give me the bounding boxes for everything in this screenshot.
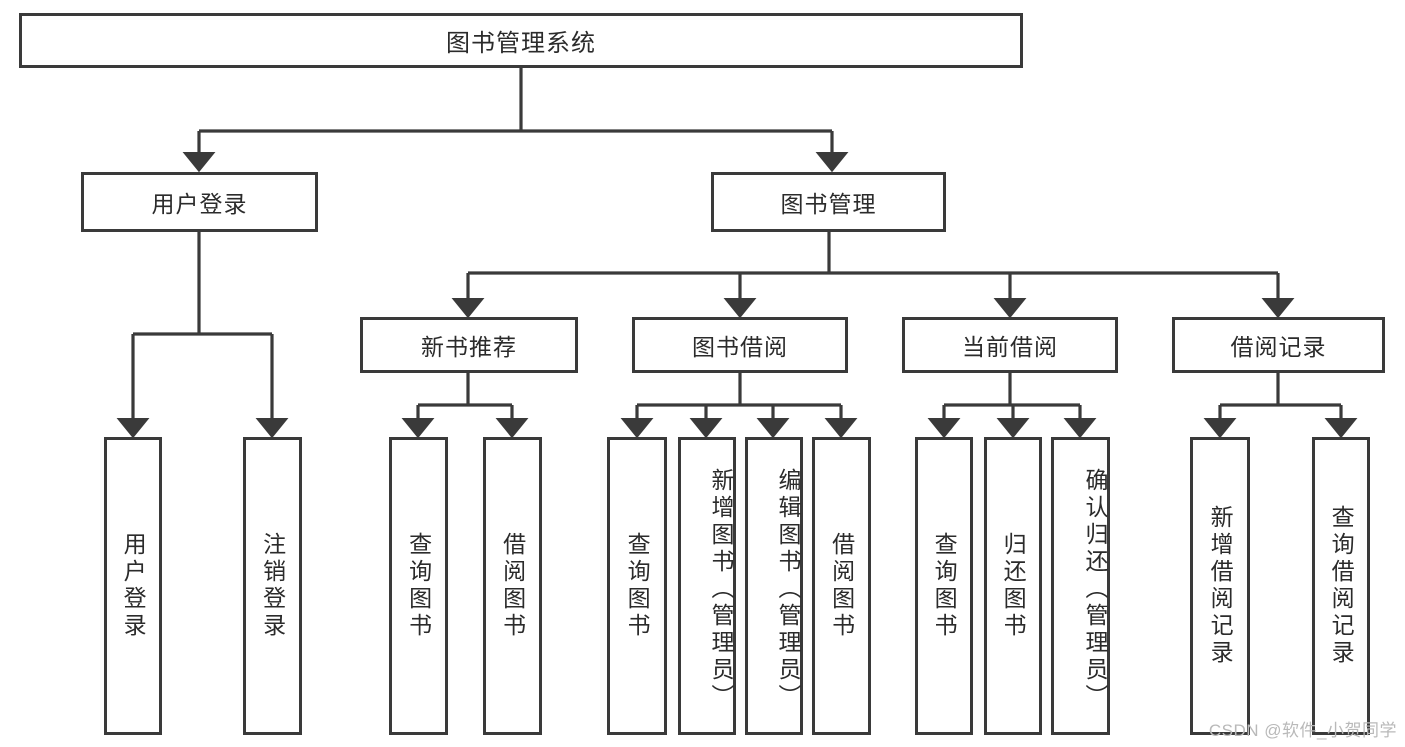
- node-label: 借阅图书: [828, 532, 855, 640]
- node-label: 图书管理系统: [446, 30, 596, 57]
- leaf-edit-book-admin[interactable]: 编辑图书（管理员）: [745, 437, 803, 735]
- node-label: 查询借阅记录: [1328, 505, 1355, 667]
- leaf-query-books-recommend[interactable]: 查询图书: [389, 437, 448, 735]
- node-label: 用户登录: [151, 191, 248, 217]
- node-borrow-record[interactable]: 借阅记录: [1172, 317, 1385, 373]
- node-label: 借阅记录: [1230, 334, 1327, 360]
- node-new-book-recommend[interactable]: 新书推荐: [360, 317, 578, 373]
- node-label: 归还图书: [1000, 532, 1027, 640]
- node-label: 图书借阅: [692, 334, 788, 360]
- node-label: 当前借阅: [962, 334, 1058, 360]
- node-current-borrow[interactable]: 当前借阅: [902, 317, 1118, 373]
- leaf-borrow-books[interactable]: 借阅图书: [812, 437, 871, 735]
- node-label: 查询图书: [624, 532, 651, 640]
- node-book-management[interactable]: 图书管理: [711, 172, 946, 232]
- node-label: 注销登录: [259, 532, 286, 640]
- node-user-login[interactable]: 用户登录: [81, 172, 318, 232]
- node-label: 用户登录: [120, 532, 147, 640]
- node-label: 新书推荐: [421, 334, 517, 360]
- node-label: 新增图书（管理员）: [708, 467, 734, 711]
- node-label: 图书管理: [780, 191, 877, 217]
- node-label: 编辑图书（管理员）: [775, 467, 801, 711]
- leaf-add-borrow-record[interactable]: 新增借阅记录: [1190, 437, 1250, 735]
- leaf-return-books[interactable]: 归还图书: [984, 437, 1042, 735]
- node-label: 查询图书: [931, 532, 958, 640]
- node-label: 借阅图书: [499, 532, 526, 640]
- leaf-query-borrow-record[interactable]: 查询借阅记录: [1312, 437, 1370, 735]
- watermark: CSDN @软件_小贺同学: [1208, 721, 1397, 740]
- node-label: 确认归还（管理员）: [1082, 467, 1108, 711]
- leaf-add-book-admin[interactable]: 新增图书（管理员）: [678, 437, 736, 735]
- leaf-borrow-books-recommend[interactable]: 借阅图书: [483, 437, 542, 735]
- node-root-system[interactable]: 图书管理系统: [19, 13, 1023, 68]
- node-label: 新增借阅记录: [1207, 505, 1234, 667]
- node-label: 查询图书: [405, 532, 432, 640]
- leaf-query-books-borrow[interactable]: 查询图书: [607, 437, 667, 735]
- leaf-logout[interactable]: 注销登录: [243, 437, 302, 735]
- leaf-user-login[interactable]: 用户登录: [104, 437, 162, 735]
- node-book-borrow[interactable]: 图书借阅: [632, 317, 848, 373]
- leaf-confirm-return-admin[interactable]: 确认归还（管理员）: [1051, 437, 1110, 735]
- leaf-query-books-current[interactable]: 查询图书: [915, 437, 973, 735]
